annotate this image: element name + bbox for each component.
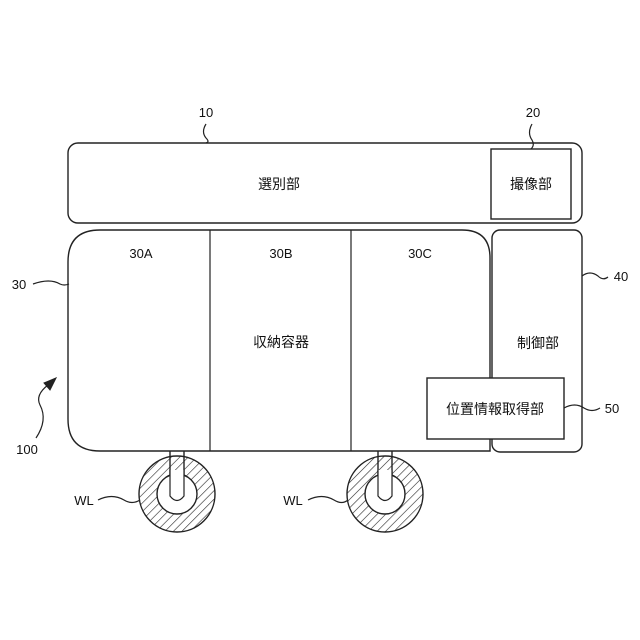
ref-20: 20: [526, 105, 540, 120]
sorting-unit-label: 選別部: [258, 176, 300, 192]
position-unit-label: 位置情報取得部: [446, 401, 544, 417]
ref-50: 50: [605, 401, 619, 416]
imaging-unit-label: 撮像部: [510, 176, 552, 192]
storage-containers-label: 収納容器: [253, 334, 309, 350]
control-unit-label: 制御部: [517, 335, 559, 351]
ref-30: 30: [12, 277, 26, 292]
ref-40: 40: [614, 269, 628, 284]
imaging-unit: 撮像部: [491, 149, 571, 219]
wheel-left: [139, 456, 215, 532]
ref-100: 100: [16, 442, 38, 457]
container-30c-label: 30C: [408, 246, 432, 261]
ref-wl-right: WL: [283, 493, 303, 508]
wheel-right: [347, 456, 423, 532]
container-30b-label: 30B: [269, 246, 292, 261]
container-30a-label: 30A: [129, 246, 152, 261]
ref-10: 10: [199, 105, 213, 120]
ref-wl-left: WL: [74, 493, 94, 508]
position-unit: 位置情報取得部: [427, 378, 564, 439]
